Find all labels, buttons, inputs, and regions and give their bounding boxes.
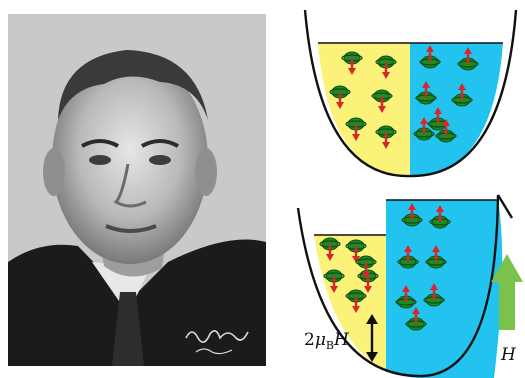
left-ear: [43, 148, 65, 196]
right-eye: [149, 155, 171, 165]
top-potential-well: [300, 10, 520, 183]
right-ear: [195, 148, 217, 196]
left-eye: [89, 155, 111, 165]
bottom-potential-well: 2μBH: [298, 195, 516, 378]
splitting-label: 2μBH: [304, 330, 350, 352]
portrait-photo: [0, 0, 268, 378]
bottom-well-curve-right: [498, 195, 512, 218]
field-label: H: [500, 345, 517, 365]
